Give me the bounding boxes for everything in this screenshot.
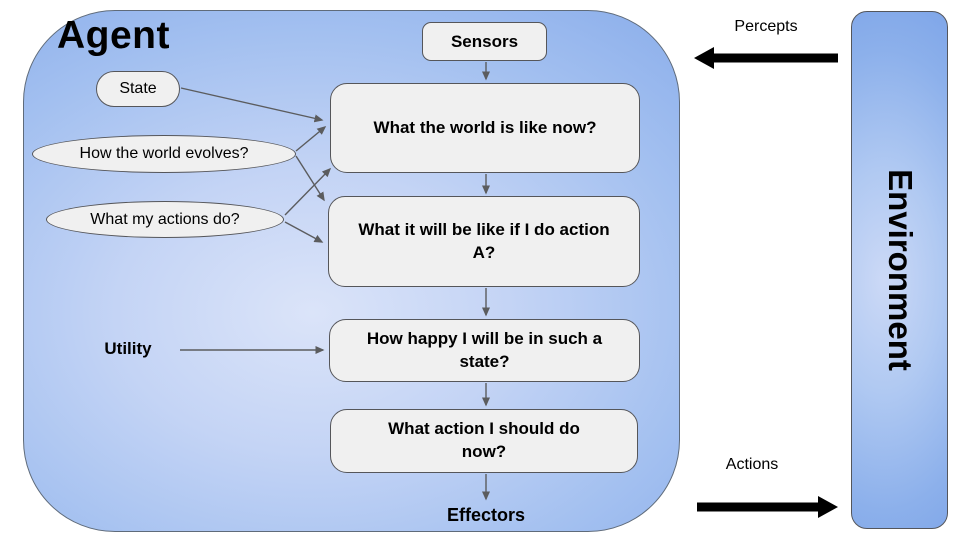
percepts-arrow: [694, 47, 838, 69]
effectors-label: Effectors: [446, 505, 526, 525]
my-actions-node: What my actions do?: [46, 201, 284, 238]
percepts-label: Percepts: [734, 18, 798, 35]
utility-label: Utility: [104, 339, 152, 358]
question-box-how-happy: How happy I will be in such a state?: [329, 319, 640, 382]
environment-container: Environment: [851, 11, 948, 529]
question-box-label: What it will be like if I do action A?: [358, 219, 610, 262]
question-box-if-action-a: What it will be like if I do action A?: [328, 196, 640, 287]
state-node: State: [96, 71, 180, 107]
world-evolves-node: How the world evolves?: [32, 135, 296, 173]
question-box-label: What the world is like now?: [373, 117, 597, 137]
question-box-what-action: What action I should do now?: [330, 409, 638, 473]
actions-label: Actions: [725, 456, 779, 473]
sensors-node: Sensors: [422, 22, 547, 61]
question-box-label: How happy I will be in such a state?: [366, 328, 603, 371]
actions-arrow: [697, 496, 838, 518]
question-box-label: What action I should do now?: [388, 419, 580, 461]
agent-title: Agent: [57, 14, 170, 57]
question-box-world-now: What the world is like now?: [330, 83, 640, 173]
environment-title: Environment: [881, 169, 919, 371]
